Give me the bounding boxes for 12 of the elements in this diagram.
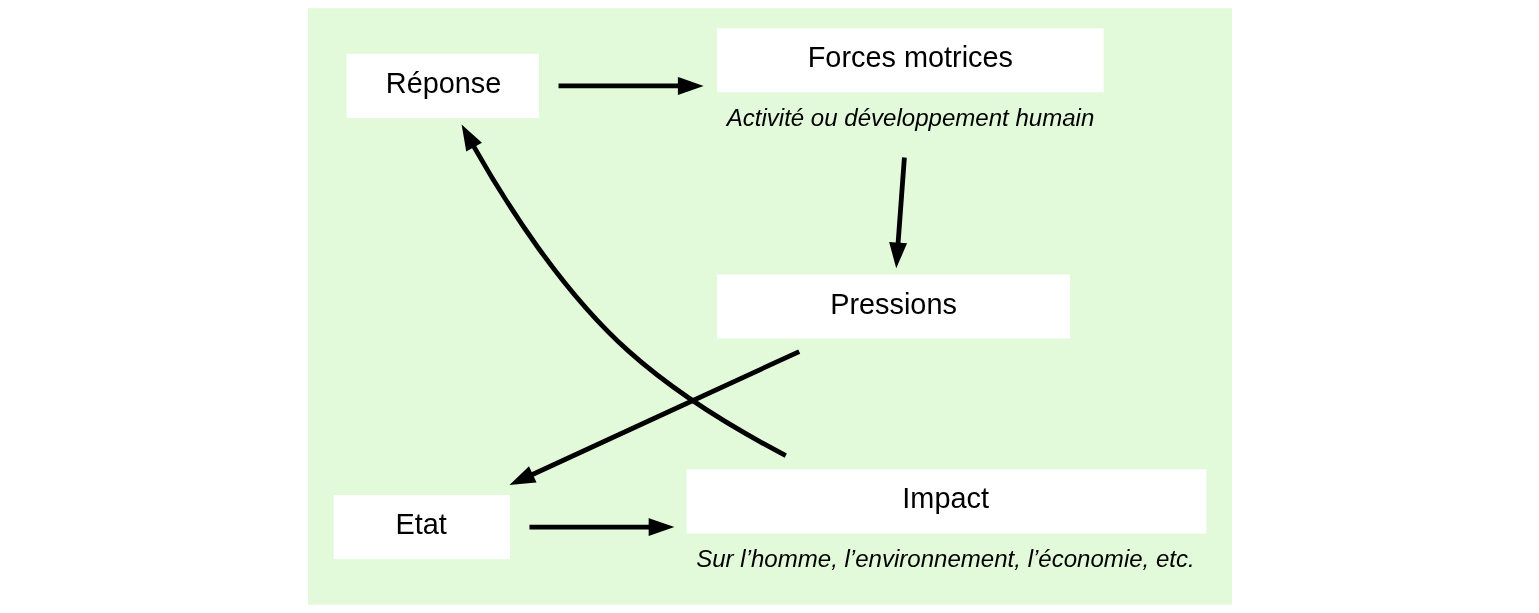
node-box: Etat bbox=[333, 495, 510, 560]
arrow bbox=[508, 349, 800, 486]
node-box: Pressions bbox=[716, 274, 1070, 339]
arrow bbox=[888, 157, 907, 269]
arrow bbox=[558, 76, 704, 95]
node-box: Réponse bbox=[346, 53, 539, 118]
arrow bbox=[528, 518, 674, 537]
node-box: Impact bbox=[686, 469, 1206, 534]
node-label: Activité ou développement humain bbox=[726, 104, 1094, 132]
node-box: Forces motrices bbox=[716, 28, 1104, 93]
arrow bbox=[461, 124, 787, 458]
node-label: Sur l’homme, l’environnement, l’économie, etc. bbox=[695, 545, 1195, 573]
